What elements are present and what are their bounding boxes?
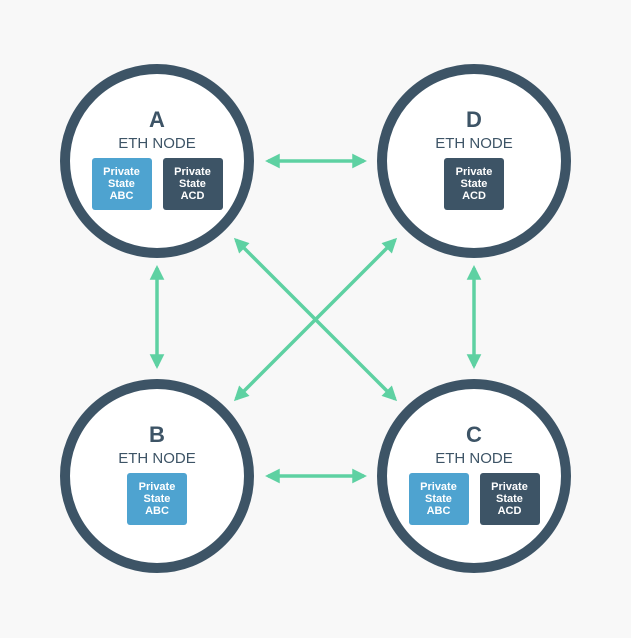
node-d-states: Private State ACD	[387, 158, 561, 210]
node-b-states: Private State ABC	[70, 473, 244, 525]
node-b: B ETH NODE Private State ABC	[60, 379, 254, 573]
private-state-acd: Private State ACD	[162, 158, 223, 210]
node-b-subtitle: ETH NODE	[118, 450, 196, 467]
node-a: A ETH NODE Private State ABC Private Sta…	[60, 64, 254, 258]
node-a-states: Private State ABC Private State ACD	[70, 158, 244, 210]
private-state-acd: Private State ACD	[444, 158, 504, 210]
node-c-states: Private State ABC Private State ACD	[387, 473, 561, 525]
private-state-abc: Private State ABC	[127, 473, 187, 525]
node-a-letter: A	[149, 107, 165, 132]
arrow-d-b	[233, 237, 398, 402]
node-d-letter: D	[466, 107, 482, 132]
private-state-acd: Private State ACD	[479, 473, 540, 525]
node-d: D ETH NODE Private State ACD	[377, 64, 571, 258]
node-c-subtitle: ETH NODE	[435, 450, 513, 467]
node-b-letter: B	[149, 422, 165, 447]
private-state-abc: Private State ABC	[91, 158, 152, 210]
node-d-subtitle: ETH NODE	[435, 135, 513, 152]
private-state-abc: Private State ABC	[408, 473, 469, 525]
node-c-letter: C	[466, 422, 482, 447]
node-c: C ETH NODE Private State ABC Private Sta…	[377, 379, 571, 573]
node-a-subtitle: ETH NODE	[118, 135, 196, 152]
